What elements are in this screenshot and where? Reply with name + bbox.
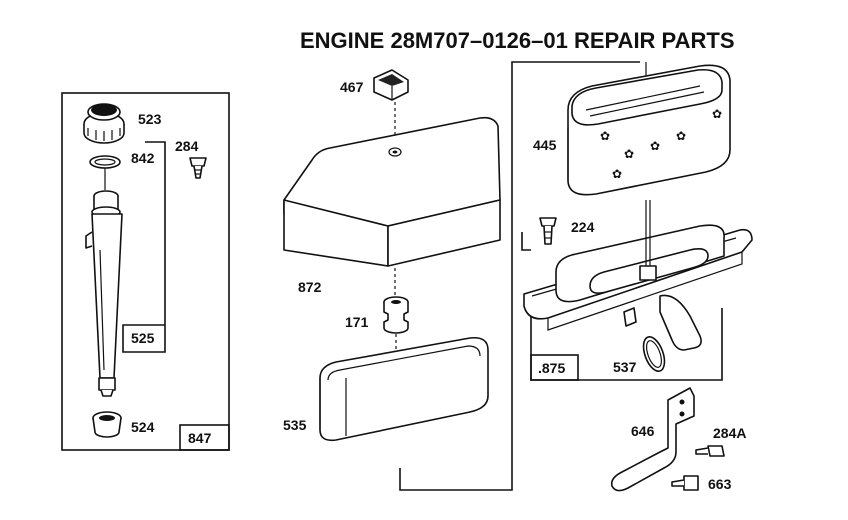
label-524: 524 (131, 419, 155, 435)
dipstick-cap-part (83, 103, 125, 144)
bolt-224-part (539, 217, 557, 245)
knob-part (373, 69, 409, 101)
o-ring-537-part (642, 336, 666, 372)
air-cleaner-base-part (523, 200, 753, 351)
bracket-525 (122, 141, 166, 353)
label-875: .875 (538, 360, 565, 376)
svg-text:✿: ✿ (676, 129, 686, 143)
dipstick-kit-frame (61, 92, 230, 451)
svg-text:✿: ✿ (650, 139, 660, 153)
kit-847-box (179, 424, 230, 451)
pre-cleaner-part (319, 336, 489, 442)
diagram-title: ENGINE 28M707–0126–01 REPAIR PARTS (300, 28, 735, 53)
svg-text:✿: ✿ (600, 129, 610, 143)
screw-284a-part (695, 445, 725, 457)
svg-text:✿: ✿ (712, 107, 722, 121)
label-523: 523 (138, 111, 162, 127)
label-171: 171 (345, 314, 369, 330)
label-537: 537 (613, 359, 637, 375)
kit-875-box (530, 354, 579, 381)
label-224: 224 (571, 219, 595, 235)
label-525: 525 (131, 330, 155, 346)
dipstick-tube-part (85, 190, 123, 397)
air-filter-cartridge-part: ✿ ✿ ✿ ✿ ✿ ✿ (567, 64, 731, 196)
label-872: 872 (298, 279, 322, 295)
label-535: 535 (283, 417, 307, 433)
dipstick-assembly-group: 847 525 523 842 (61, 92, 230, 451)
label-445: 445 (533, 137, 557, 153)
svg-text:✿: ✿ (624, 147, 634, 161)
base-bracket-frame (530, 308, 723, 381)
svg-text:✿: ✿ (612, 167, 622, 181)
label-467: 467 (340, 79, 364, 95)
breather-bracket-part (610, 387, 695, 492)
label-847: 847 (188, 430, 212, 446)
label-842: 842 (131, 150, 155, 166)
label-284: 284 (175, 138, 199, 154)
label-646: 646 (631, 423, 655, 439)
label-284a: 284A (713, 425, 746, 441)
base-bracket-top (521, 232, 531, 251)
screw-663-part (671, 475, 699, 491)
spacer-grommet-part (383, 296, 409, 334)
assembly-bracket (399, 61, 640, 491)
grommet-part (92, 411, 122, 438)
label-663: 663 (708, 476, 732, 492)
screw-284-part (189, 157, 207, 179)
air-cleaner-cover-part (283, 116, 501, 267)
